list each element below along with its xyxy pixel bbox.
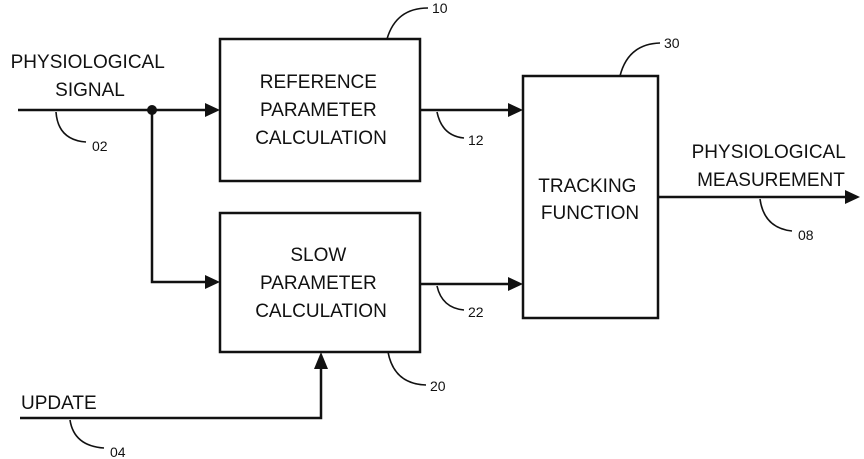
leader-30	[620, 43, 660, 76]
arrow-into-slow-block	[205, 275, 220, 289]
refnum-22: 22	[468, 304, 484, 320]
leader-12	[437, 112, 464, 138]
physiological-signal-label: PHYSIOLOGICAL SIGNAL	[11, 52, 170, 101]
arrow-into-tracking-upper	[508, 103, 523, 117]
arrow-into-tracking-lower	[508, 277, 523, 291]
leader-04	[70, 420, 104, 448]
arrow-into-slow-bottom	[314, 352, 328, 369]
leader-10	[387, 8, 428, 39]
refnum-30: 30	[664, 35, 680, 51]
refnum-08: 08	[798, 227, 814, 243]
leader-02	[56, 112, 86, 142]
arrow-into-reference-block	[205, 103, 220, 117]
refnum-02: 02	[92, 138, 108, 154]
branch-to-slow-line	[152, 110, 212, 282]
refnum-12: 12	[468, 132, 484, 148]
refnum-04: 04	[110, 444, 126, 459]
update-label: UPDATE	[21, 393, 97, 414]
arrow-output-measurement	[845, 190, 860, 204]
refnum-10: 10	[432, 0, 448, 16]
leader-20	[388, 352, 426, 385]
leader-22	[437, 286, 464, 310]
tracking-function-block	[523, 76, 658, 318]
leader-08	[760, 199, 792, 231]
physiological-measurement-label: PHYSIOLOGICAL MEASUREMENT	[692, 142, 851, 191]
reference-block-label: REFERENCE PARAMETER CALCULATION	[255, 72, 387, 149]
refnum-20: 20	[430, 378, 446, 394]
